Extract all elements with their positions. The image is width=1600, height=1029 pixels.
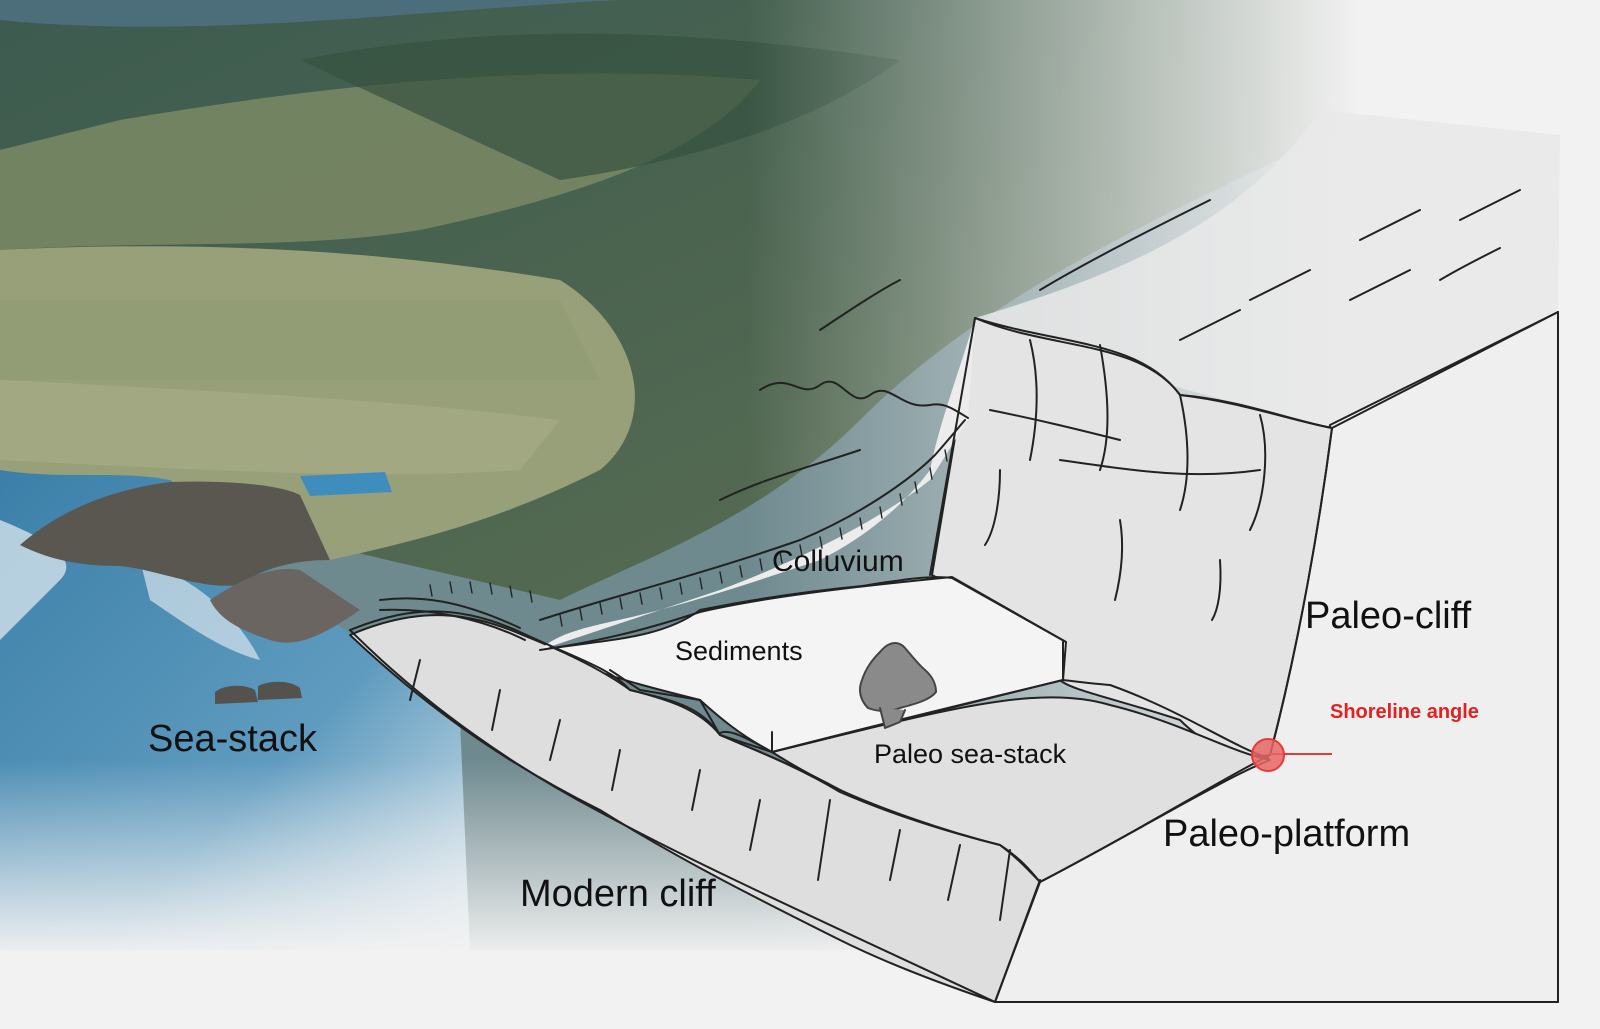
block-diagram: [349, 110, 1560, 1003]
label-shoreline-angle: Shoreline angle: [1330, 701, 1479, 723]
shoreline-angle-marker: [1251, 738, 1332, 772]
label-sediments: Sediments: [675, 636, 803, 666]
terrace-top-surface: [975, 110, 1560, 425]
label-paleo-sea-stack: Paleo sea-stack: [874, 739, 1067, 769]
label-paleo-platform: Paleo-platform: [1163, 813, 1411, 855]
colluvium-hatches: [429, 449, 948, 627]
label-colluvium: Colluvium: [772, 545, 904, 578]
label-modern-cliff: Modern cliff: [520, 873, 716, 915]
label-paleo-cliff: Paleo-cliff: [1305, 595, 1472, 637]
paleo-sea-stack: [859, 642, 937, 712]
label-sea-stack: Sea-stack: [148, 718, 317, 760]
